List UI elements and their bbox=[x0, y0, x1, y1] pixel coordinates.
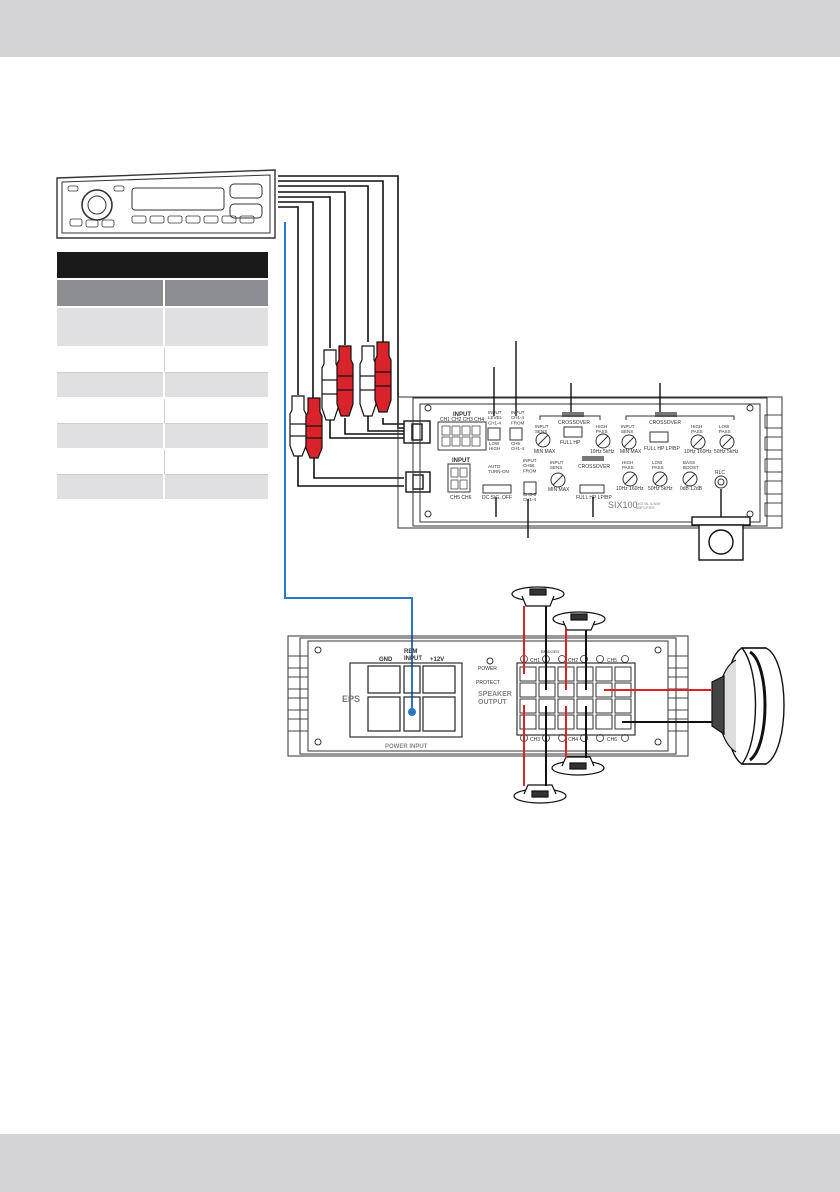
ch5-label: CH5 bbox=[607, 658, 617, 664]
table-row bbox=[57, 307, 268, 348]
hp-range-1: 10Hz 5kHz bbox=[590, 449, 615, 455]
rca-plug-red-2 bbox=[336, 345, 354, 417]
plus12v-label: +12V bbox=[430, 657, 444, 663]
hp-range-3: 10Hz 160Hz bbox=[616, 486, 644, 492]
speaker-icon-front-left bbox=[511, 586, 565, 607]
protect-label: PROTECT bbox=[476, 680, 500, 686]
input-label: INPUT bbox=[453, 412, 471, 418]
rca-plugs bbox=[289, 341, 392, 459]
table-row bbox=[57, 423, 268, 450]
rca-plug-red-3 bbox=[305, 397, 323, 459]
speaker-icon-rear-right bbox=[551, 756, 605, 776]
ch4-label: CH4 bbox=[568, 737, 578, 743]
speaker-icon-rear-left bbox=[513, 784, 567, 804]
rca-plug-red-1 bbox=[374, 341, 392, 413]
rlc-remote bbox=[691, 516, 751, 561]
table-row bbox=[57, 372, 268, 399]
footer-band bbox=[0, 1134, 840, 1192]
rlc-label: RLC bbox=[715, 470, 725, 476]
model-name: SIX100 bbox=[608, 500, 638, 510]
lp-range-3: 50Hz 5kHz bbox=[648, 486, 673, 492]
lp-range-2: 50Hz 5kHz bbox=[714, 449, 739, 455]
callout-lines bbox=[493, 341, 722, 538]
amplifier-bottom bbox=[287, 635, 689, 757]
crossover-1: CROSSOVER bbox=[558, 420, 590, 426]
amplifier-top bbox=[397, 396, 783, 529]
subwoofer-icon bbox=[711, 647, 785, 765]
rca-plug-white-1 bbox=[359, 345, 377, 417]
crossover-3-opts: FULL HP LP/BP bbox=[576, 495, 613, 501]
brand-logo: EPS bbox=[342, 694, 360, 704]
input-connectors bbox=[403, 420, 431, 493]
remote-wire bbox=[284, 222, 413, 712]
min-max-3: MIN MAX bbox=[548, 487, 570, 493]
table-row bbox=[57, 474, 268, 501]
auto-opts: DC SIG. OFF bbox=[482, 495, 512, 501]
crossover-2-opts: FULL HP LP/BP bbox=[644, 446, 681, 452]
input-channels-2: CH5 CH6 bbox=[450, 495, 472, 501]
speaker-icons bbox=[511, 586, 785, 804]
rca-wires bbox=[278, 175, 404, 487]
input-label-2: INPUT bbox=[452, 458, 470, 464]
bridged-label: BRIDGED bbox=[541, 649, 559, 654]
rca-plug-white-2 bbox=[321, 349, 339, 421]
crossover-2: CROSSOVER bbox=[649, 420, 681, 426]
gnd-label: GND bbox=[379, 657, 393, 663]
hp-range-2: 10Hz 160Hz bbox=[684, 449, 712, 455]
crossover-3: CROSSOVER bbox=[578, 464, 610, 470]
header-band bbox=[0, 0, 840, 57]
rca-plug-white-3 bbox=[289, 395, 307, 457]
ch3-label: CH3 bbox=[530, 737, 540, 743]
table-row bbox=[57, 398, 268, 424]
bass-range: 0dB 12dB bbox=[680, 486, 703, 492]
ch2-label: CH2 bbox=[568, 658, 578, 664]
speaker-wires bbox=[523, 606, 712, 786]
table-row bbox=[57, 347, 268, 373]
power-label: POWER bbox=[478, 666, 497, 672]
spec-table-header bbox=[57, 252, 268, 280]
input-channels: CH1 CH2 CH3 CH4 bbox=[440, 417, 484, 423]
crossover-1-opts: FULL HP bbox=[560, 440, 581, 446]
ch1-label: CH1 bbox=[530, 658, 540, 664]
table-row bbox=[57, 449, 268, 475]
car-radio-icon bbox=[56, 169, 276, 239]
speaker-icon-front-right bbox=[552, 611, 606, 631]
spec-table bbox=[57, 252, 268, 501]
power-input-label: POWER INPUT bbox=[385, 744, 428, 750]
min-max-1: MIN MAX bbox=[534, 449, 556, 455]
ch6-label: CH6 bbox=[607, 737, 617, 743]
min-max-2: MIN MAX bbox=[620, 449, 642, 455]
spec-table-subheader bbox=[57, 279, 268, 308]
